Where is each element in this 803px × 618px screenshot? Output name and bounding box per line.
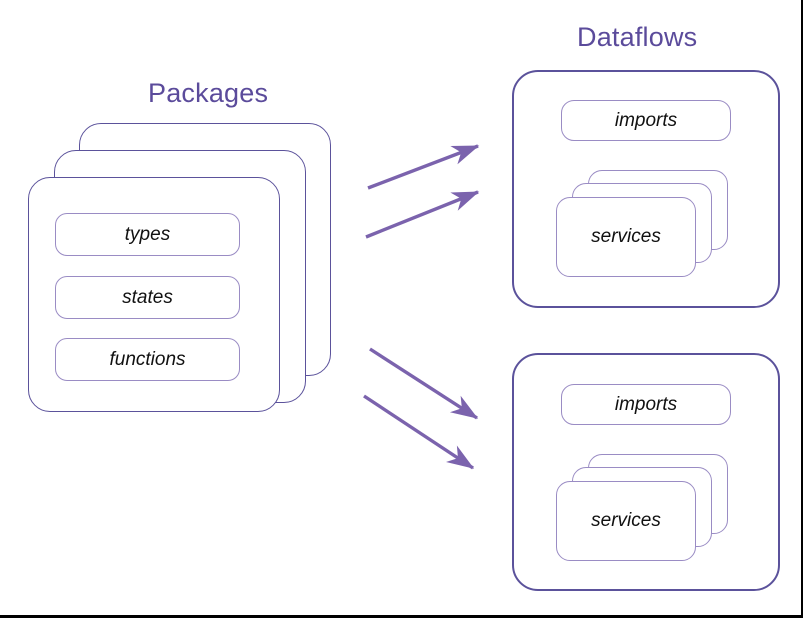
arrow-packages-to-dataflow-bottom-a [369,347,479,420]
arrow-packages-to-dataflow-bottom-b [363,394,475,470]
package-item-functions[interactable]: functions [55,338,240,381]
dataflow-bottom-service-card-front [556,481,696,561]
dataflow-top-imports[interactable]: imports [561,100,731,141]
dataflow-top-service-card-front [556,197,696,277]
dataflow-bottom-services-label: services [591,510,661,531]
package-item-types[interactable]: types [55,213,240,256]
package-item-states[interactable]: states [55,276,240,319]
packages-title: Packages [148,78,269,108]
dataflows-title: Dataflows [577,22,698,52]
arrow-packages-to-dataflow-top-b [365,190,480,239]
arrow-packages-to-dataflow-top-a [367,144,480,190]
dataflow-bottom-imports[interactable]: imports [561,384,731,425]
dataflow-top-services-label: services [591,226,661,247]
